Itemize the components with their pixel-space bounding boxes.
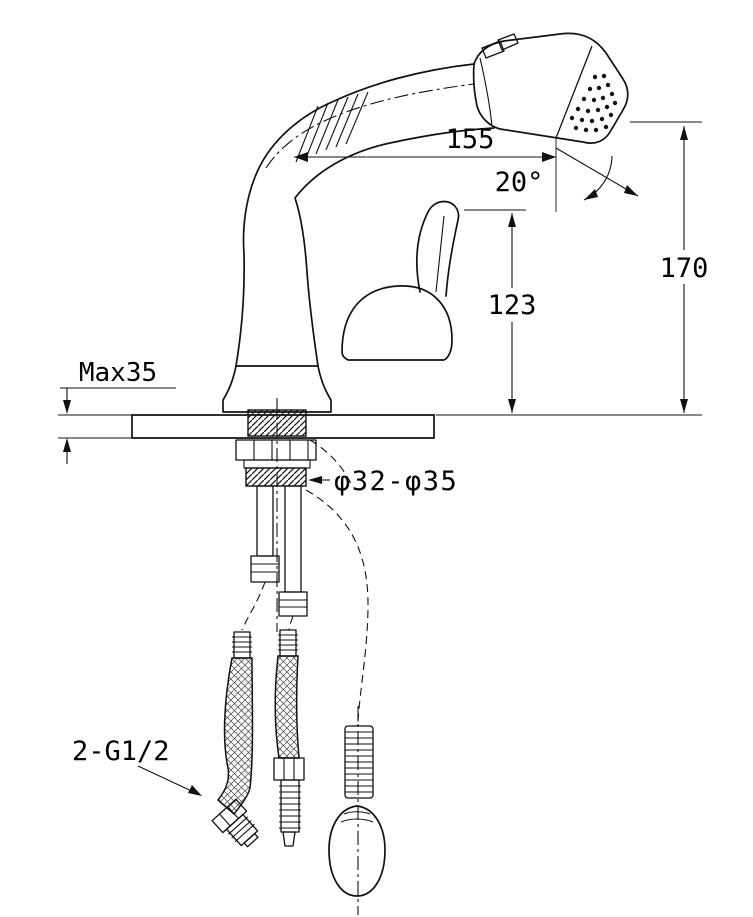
flex-hose-right xyxy=(273,629,305,847)
locknut xyxy=(235,439,317,461)
pullout-hose xyxy=(305,439,386,915)
spray-head xyxy=(472,32,629,144)
arrowhead xyxy=(294,152,308,162)
hose-nipple xyxy=(233,631,251,659)
arrowhead xyxy=(680,126,688,140)
spout-knurl xyxy=(295,91,369,163)
hex-nut xyxy=(273,757,305,781)
arrowhead xyxy=(542,152,556,162)
arrowhead xyxy=(508,213,516,227)
spray-buttons xyxy=(481,33,519,59)
arrowhead xyxy=(508,399,516,413)
supply-tube-left xyxy=(241,485,280,631)
mounting-deck xyxy=(58,414,702,439)
dimension-155: 155 xyxy=(294,124,557,212)
dimension-123: 123 xyxy=(464,209,537,413)
dim-hole-label: φ32-φ35 xyxy=(334,466,458,497)
flex-hose-left xyxy=(211,631,259,848)
mounting-hardware xyxy=(235,398,317,632)
dim-max35-label: Max35 xyxy=(79,358,157,388)
arrowhead xyxy=(188,785,202,796)
braided-hose xyxy=(274,655,300,759)
dim-123-label: 123 xyxy=(488,290,537,321)
dimension-thread: 2-G1/2 xyxy=(72,736,202,796)
elbow-fitting xyxy=(211,798,259,848)
braided-hose xyxy=(216,657,254,816)
supply-tube-right xyxy=(278,485,308,631)
arrowhead xyxy=(63,438,71,452)
faucet-body xyxy=(222,63,495,413)
dimension-170: 170 xyxy=(630,121,709,413)
aerator-nozzles xyxy=(569,73,618,133)
threaded-stud xyxy=(280,779,300,833)
hose-nipple xyxy=(279,629,297,657)
threaded-shank xyxy=(245,467,307,487)
dim-170-label: 170 xyxy=(660,253,709,284)
arrowhead xyxy=(680,399,688,413)
dimension-angle: 20° xyxy=(495,147,639,201)
arrowhead xyxy=(624,185,638,196)
sprayface-divider xyxy=(555,45,593,139)
faucet-handle xyxy=(341,200,460,361)
arrowhead xyxy=(584,189,598,200)
dimension-hole: φ32-φ35 xyxy=(308,466,458,497)
dim-thread-label: 2-G1/2 xyxy=(72,736,170,767)
dim-angle-label: 20° xyxy=(495,167,544,198)
dimension-max35: Max35 xyxy=(60,358,176,464)
hose-weight xyxy=(328,805,386,897)
arrowhead xyxy=(63,400,71,414)
spout-centerline xyxy=(265,83,475,169)
arrowhead xyxy=(308,476,322,484)
dim-155-label: 155 xyxy=(446,124,495,155)
